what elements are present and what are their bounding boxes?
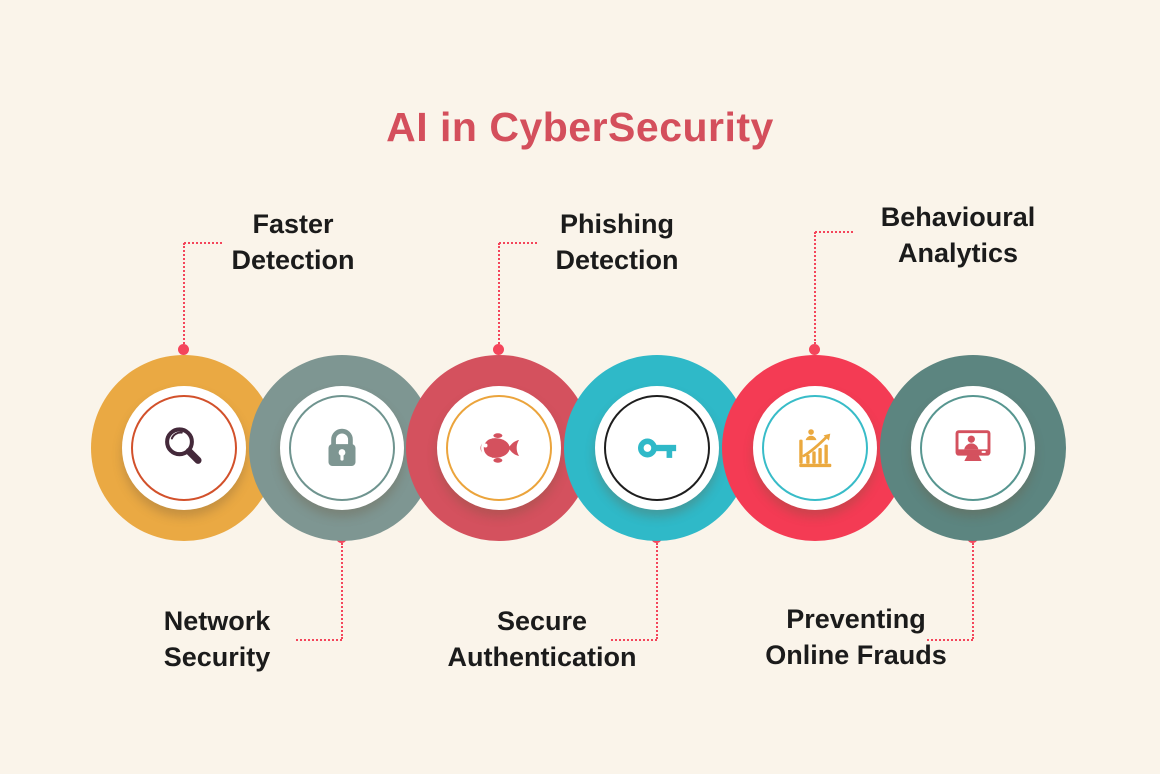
connector-dot [809,344,820,355]
circle-phishing-detection [406,355,592,541]
circle-network-security [249,355,435,541]
connector-vertical-line [498,243,500,344]
circle-behavioural-analytics [722,355,908,541]
connector-dot [178,344,189,355]
circle-secure-authentication [564,355,750,541]
padlock-icon [315,421,369,475]
circle-faster-detection [91,355,277,541]
connector-horizontal-line [499,242,537,244]
connector-horizontal-line [927,639,973,641]
connector-vertical-line [972,543,974,639]
circle-accent-ring [920,395,1026,501]
label-secure-authentication: Secure Authentication [447,606,637,672]
connector-horizontal-line [184,242,222,244]
label-behavioural-analytics: Behavioural Analytics [880,202,1036,268]
circle-accent-ring [604,395,710,501]
magnifier-icon [157,421,211,475]
connector-vertical-line [341,543,343,639]
connector-vertical-line [183,243,185,344]
connector-vertical-line [814,232,816,344]
label-phishing-detection: Phishing Detection [555,209,679,275]
circle-accent-ring [446,395,552,501]
connector-horizontal-line [611,639,657,641]
circle-accent-ring [762,395,868,501]
connector-horizontal-line [296,639,342,641]
circle-accent-ring [131,395,237,501]
label-faster-detection: Faster Detection [231,209,355,275]
key-icon [630,421,684,475]
connector-dot [493,344,504,355]
circle-accent-ring [289,395,395,501]
monitor-user-icon [946,421,1000,475]
connector-horizontal-line [815,231,853,233]
growth-chart-icon [788,421,842,475]
page-title: AI in CyberSecurity [386,104,774,150]
connector-vertical-line [656,543,658,639]
fish-icon [472,421,526,475]
circle-preventing-online-frauds [880,355,1066,541]
label-network-security: Network Security [163,606,271,672]
label-preventing-online-frauds: Preventing Online Frauds [765,604,947,670]
